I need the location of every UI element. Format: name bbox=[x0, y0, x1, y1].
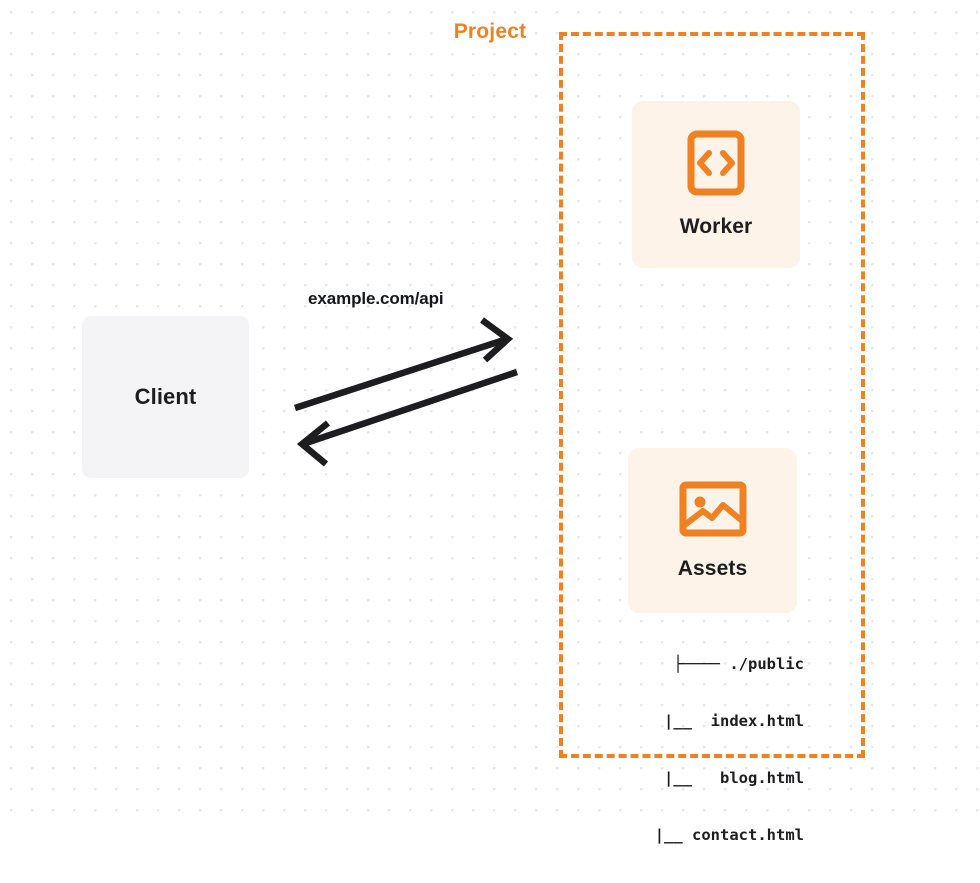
image-icon bbox=[679, 480, 747, 543]
worker-card[interactable]: Worker bbox=[632, 101, 800, 268]
connector-label: example.com/api bbox=[308, 289, 444, 308]
assets-file-tree: ├──── ./public |__ index.html |__ blog.h… bbox=[604, 617, 804, 883]
file-tree-row: |__ index.html bbox=[617, 712, 804, 730]
response-arrow-line bbox=[304, 368, 519, 447]
diagram-canvas: Client example.com/api Project Worker bbox=[0, 0, 980, 844]
request-arrow-head-icon bbox=[480, 317, 514, 363]
code-brackets-icon bbox=[687, 130, 745, 201]
response-arrow-head-icon bbox=[296, 420, 331, 467]
connector-arrows bbox=[293, 317, 519, 467]
client-node-label: Client bbox=[134, 384, 197, 409]
project-container bbox=[559, 32, 865, 758]
assets-card-label: Assets bbox=[677, 557, 748, 580]
assets-card[interactable]: Assets bbox=[628, 448, 797, 613]
file-tree-row: ├──── ./public bbox=[673, 655, 804, 673]
request-arrow-line bbox=[293, 336, 506, 412]
worker-card-label: Worker bbox=[679, 215, 753, 238]
file-tree-row: |__ blog.html bbox=[617, 769, 804, 787]
project-title: Project bbox=[446, 20, 534, 44]
client-node[interactable]: Client bbox=[82, 316, 249, 478]
file-tree-row: |__ contact.html bbox=[608, 826, 804, 844]
